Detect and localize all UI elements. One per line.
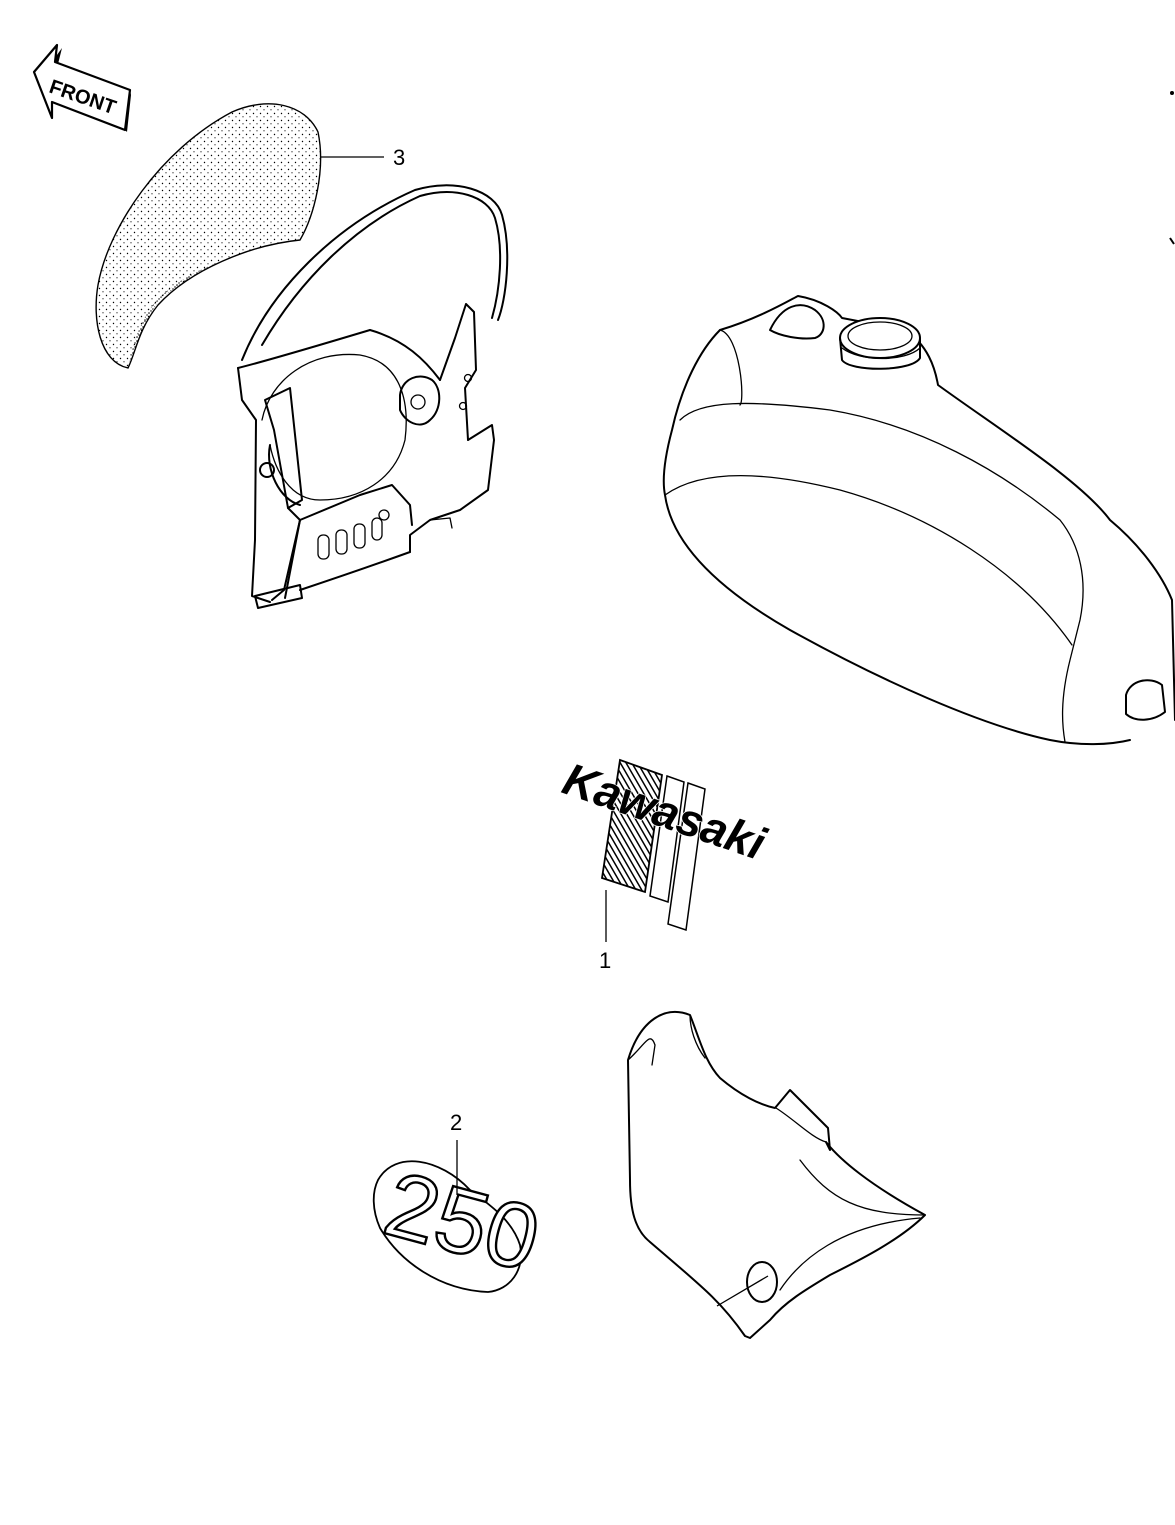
- headlight-bracket-part: [237, 184, 509, 609]
- side-cover-part: [627, 1011, 926, 1339]
- scan-mark: [1169, 237, 1175, 245]
- callout-3: 3: [320, 145, 405, 170]
- callout-3-number: 3: [393, 145, 405, 170]
- scan-mark: [1170, 91, 1174, 95]
- callout-2: 2: [450, 1110, 462, 1195]
- side-cover-emblem-text: 250: [375, 1153, 550, 1291]
- callout-1-number: 1: [599, 948, 611, 973]
- front-arrow-icon: FRONT: [32, 43, 132, 132]
- side-cover-emblem-part: 250: [372, 1152, 551, 1293]
- seat-part: [95, 103, 322, 369]
- tank-emblem-part: Kawasaki: [556, 752, 774, 931]
- fuel-tank-part: [662, 295, 1175, 746]
- callout-1: 1: [599, 890, 611, 973]
- callout-2-number: 2: [450, 1110, 462, 1135]
